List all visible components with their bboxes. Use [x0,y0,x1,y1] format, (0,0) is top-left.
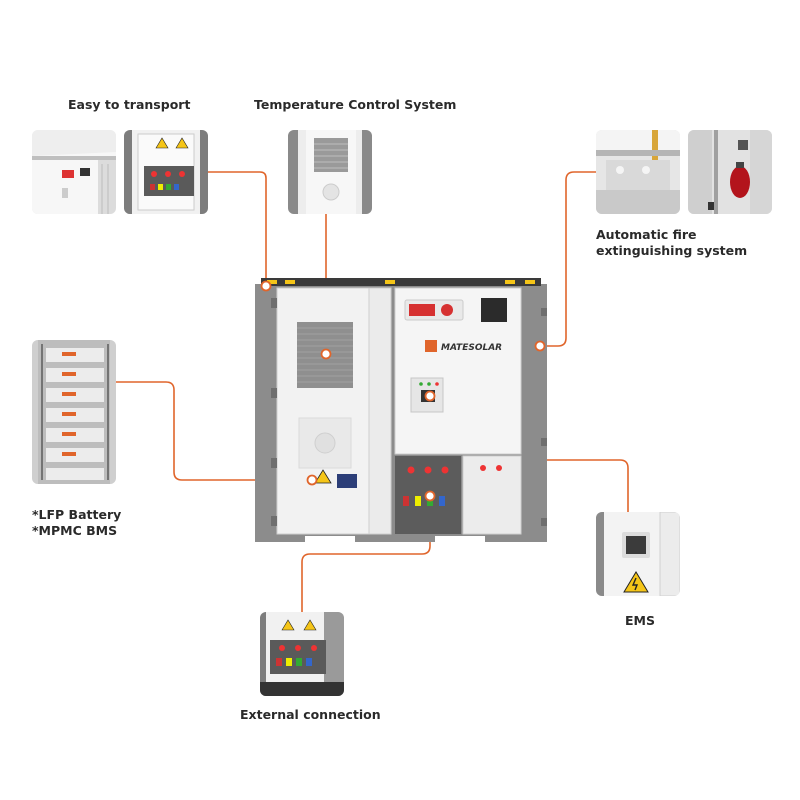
thumb-transport-front [124,130,208,214]
thumb-battery [32,340,116,484]
label-mpmc-bms: *MPMC BMS [32,523,118,538]
marker-transport [260,280,272,292]
cabinet-illustration: MATESOLAR [255,278,547,542]
label-fire-line2: extinguishing system [596,243,748,258]
line-transport [208,171,267,286]
label-ems: EMS [625,613,655,628]
thumb-fire-interior [596,130,680,214]
label-fire-line1: Automatic fire [596,227,697,242]
label-lfp-battery: *LFP Battery [32,507,122,522]
marker-temperature [320,348,332,360]
temperature-image [288,130,372,214]
ems-image [596,512,680,596]
thumb-fire-extinguisher [688,130,772,214]
transport-front-image [124,130,208,214]
thumb-transport-side [32,130,116,214]
transport-side-image [32,130,116,214]
marker-fire [534,340,546,352]
battery-image [32,340,116,484]
label-easy-to-transport: Easy to transport [68,97,191,112]
line-battery [116,381,312,481]
thumb-temperature [288,130,372,214]
line-external [301,496,431,612]
nameplate [337,474,357,488]
external-image [260,612,344,696]
marker-external [424,490,436,502]
brand-logo-icon [425,340,437,352]
brand-name: MATESOLAR [441,343,502,353]
fire-interior-image [596,130,680,214]
thumb-ems [596,512,680,596]
line-fire [540,171,596,347]
thumb-external [260,612,344,696]
marker-ems [424,390,436,402]
label-external-connection: External connection [240,707,381,722]
warning-icon [314,469,332,484]
label-temperature-control: Temperature Control System [254,97,457,112]
fire-extinguisher-image [688,130,772,214]
marker-battery [306,474,318,486]
